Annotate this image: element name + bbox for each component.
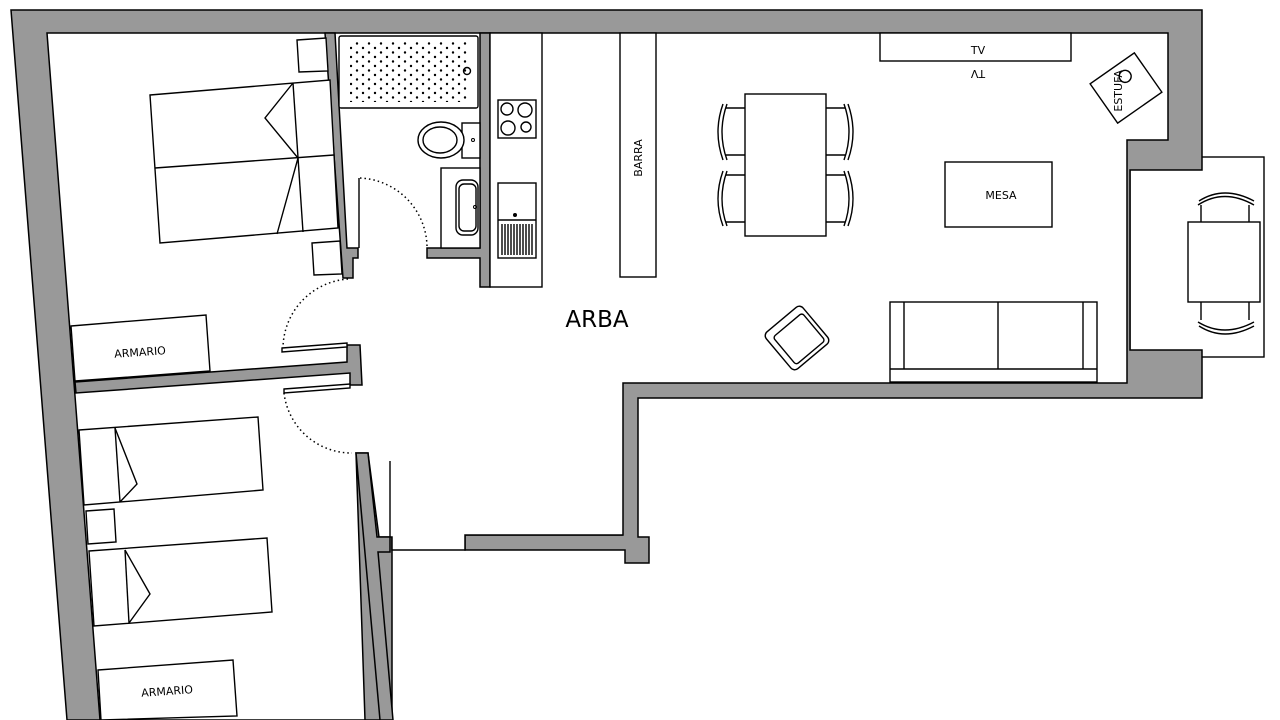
doors [281,177,428,454]
bar [619,32,657,278]
single-bed [88,537,273,627]
bedroom-2: ARMARIO [78,416,273,720]
wardrobe-1 [70,314,211,382]
hob [497,99,537,139]
coffee-table-label: MESA [985,189,1017,202]
sofa [889,301,1098,383]
wardrobe-2-label: ARMARIO [141,683,194,700]
coffee-table [944,161,1053,228]
balcony [1129,156,1265,358]
stove: ESTUFA [1089,51,1163,125]
apartment-name: ARBA [565,307,628,333]
bedroom-1: ARMARIO [70,37,343,382]
tv-label: TV [970,44,986,57]
balcony-table [1187,221,1261,303]
balcony-chair-bottom [1197,302,1255,335]
nightstand [311,240,343,276]
single-bed [78,416,264,506]
shower-drain [462,66,472,76]
wardrobe-1-label: ARMARIO [114,344,167,361]
nightstand [296,37,329,73]
living-room: TV TV ESTUFA MESA [717,32,1163,383]
stove-label: ESTUFA [1112,70,1125,112]
armchair [764,305,830,371]
bar-label: BARRA [632,139,645,177]
toilet-tank [461,122,481,159]
dining-chairs [717,103,854,227]
kitchen: BARRA [489,32,657,288]
tv-unit [879,32,1072,62]
nightstand [85,508,117,545]
wardrobe-2 [97,659,238,720]
door-bedroom-2 [283,392,353,454]
bathroom [338,35,481,249]
balcony-chair-top [1197,192,1255,222]
tv-label-mirrored: TV [970,67,986,80]
dining-table [744,93,827,237]
